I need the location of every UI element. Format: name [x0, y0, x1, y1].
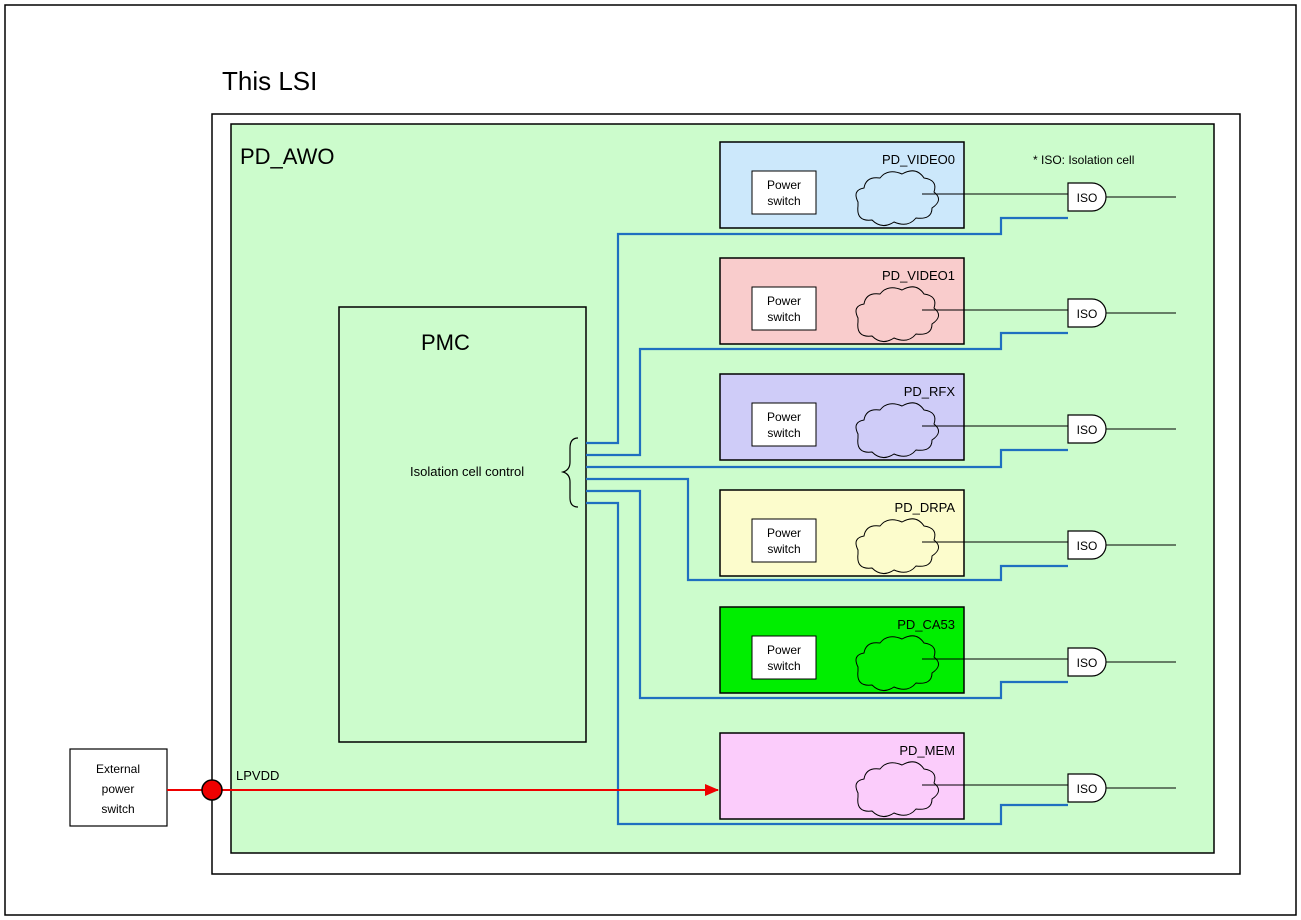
pd-video1-power-switch [751, 286, 817, 331]
lpvdd-label: LPVDD [236, 768, 279, 783]
control-wire-mem [586, 501, 1068, 826]
pd-drpa-power-switch [751, 518, 817, 563]
pd-video0-power-switch-label-2: switch [767, 194, 800, 208]
external-power-switch-label-3: switch [101, 802, 134, 816]
control-wire-rfx [586, 448, 1068, 469]
pmc-label: PMC [421, 330, 470, 355]
pd-mem-label: PD_MEM [899, 743, 955, 758]
pd-rfx-iso-gate [1067, 414, 1107, 444]
pd-video1-iso-gate [1067, 298, 1107, 328]
pd-drpa-iso-label: ISO [1077, 539, 1098, 553]
pd-ca53-iso-gate [1067, 647, 1107, 677]
pd-ca53-power-switch [751, 635, 817, 680]
pmc-block [338, 306, 587, 743]
iso-note: * ISO: Isolation cell [1033, 153, 1134, 167]
control-wire-ca53 [586, 489, 1068, 700]
pd-video0-iso-gate [1067, 182, 1107, 212]
external-power-switch-label-1: External [96, 762, 140, 776]
domain-pd-rfx: PD_RFX Power switch ISO [719, 373, 1176, 461]
pd-rfx-power-switch-label-2: switch [767, 426, 800, 440]
diagram-title: This LSI [222, 66, 317, 96]
pd-drpa-label: PD_DRPA [895, 500, 956, 515]
pd-mem-signal-wire [922, 784, 1068, 786]
pd-mem-iso-gate [1067, 773, 1107, 803]
pd-rfx-power-switch [751, 402, 817, 447]
isolation-control-wires [586, 216, 1068, 826]
pd-video0-signal-wire [922, 193, 1068, 195]
pd-ca53-label: PD_CA53 [897, 617, 955, 632]
lpvdd-junction [201, 779, 223, 801]
pd-awo-label: PD_AWO [240, 144, 335, 169]
pd-video1-iso-label: ISO [1077, 307, 1098, 321]
pd-video1-power-switch-label-2: switch [767, 310, 800, 324]
pd-video1-signal-wire [922, 309, 1068, 311]
pd-drpa-signal-wire [922, 541, 1068, 543]
pd-video0-power-switch [751, 170, 817, 215]
isolation-control-brace [560, 437, 579, 508]
pd-ca53-power-switch-label-2: switch [767, 659, 800, 673]
isolation-cell-control-label: Isolation cell control [410, 464, 524, 479]
control-wire-video1 [586, 331, 1068, 457]
control-wire-video0 [586, 216, 1068, 445]
pd-video1-label: PD_VIDEO1 [882, 268, 955, 283]
domain-pd-drpa: PD_DRPA Power switch ISO [719, 489, 1176, 577]
external-power-switch [69, 748, 168, 827]
pd-mem-iso-label: ISO [1077, 782, 1098, 796]
external-power-switch-label-2: power [102, 782, 135, 796]
pd-ca53-power-switch-label-1: Power [767, 643, 801, 657]
pd-ca53-signal-wire [922, 658, 1068, 660]
domain-pd-mem: PD_MEM ISO [719, 732, 1176, 820]
pd-drpa-iso-gate [1067, 530, 1107, 560]
pd-rfx-power-switch-label-1: Power [767, 410, 801, 424]
pd-drpa-power-switch-label-1: Power [767, 526, 801, 540]
pd-drpa-power-switch-label-2: switch [767, 542, 800, 556]
pd-ca53-iso-label: ISO [1077, 656, 1098, 670]
pd-video1-logic-cloud-icon [855, 286, 939, 342]
pd-mem-logic-cloud-icon [855, 761, 939, 817]
pd-rfx-label: PD_RFX [904, 384, 956, 399]
pd-video0-label: PD_VIDEO0 [882, 152, 955, 167]
pd-rfx-logic-cloud-icon [855, 402, 939, 458]
pd-video1-power-switch-label-1: Power [767, 294, 801, 308]
pd-video0-iso-label: ISO [1077, 191, 1098, 205]
pd-video0-power-switch-label-1: Power [767, 178, 801, 192]
pd-drpa-logic-cloud-icon [855, 518, 939, 574]
pd-rfx-signal-wire [922, 425, 1068, 427]
pd-ca53-logic-cloud-icon [855, 635, 939, 691]
pd-video0-logic-cloud-icon [855, 170, 939, 226]
pd-rfx-iso-label: ISO [1077, 423, 1098, 437]
control-wire-drpa [586, 477, 1068, 582]
